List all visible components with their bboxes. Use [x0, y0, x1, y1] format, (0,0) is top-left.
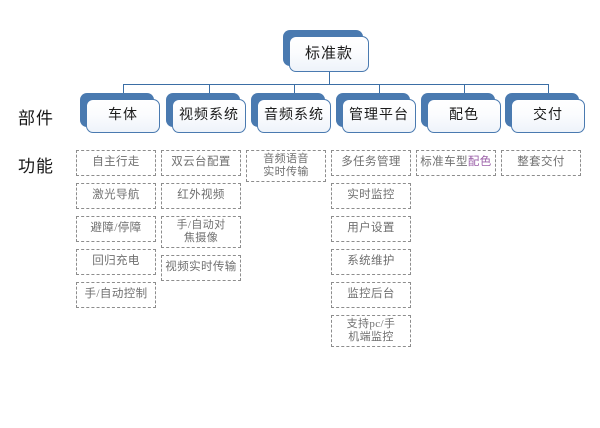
- node-management-platform-face: 管理平台: [342, 99, 416, 133]
- function-node-vehicle-body-2[interactable]: 激光导航: [76, 183, 156, 209]
- function-node-label: 激光导航: [92, 189, 140, 202]
- node-audio-system-face: 音频系统: [257, 99, 331, 133]
- function-node-audio-system-1[interactable]: 音频语音实时传输: [246, 150, 326, 182]
- row-label-parts: 部件: [18, 109, 54, 128]
- function-node-management-platform-6[interactable]: 支持pc/手机端监控: [331, 315, 411, 347]
- node-video-system-face: 视频系统: [172, 99, 246, 133]
- function-node-label: 实时监控: [347, 189, 395, 202]
- function-node-label: 支持pc/手机端监控: [346, 317, 396, 343]
- node-color-scheme-face: 配色: [427, 99, 501, 133]
- connector-bus: [123, 84, 548, 85]
- node-vehicle-body-face: 车体: [86, 99, 160, 133]
- function-node-label: 手/自动控制: [84, 288, 148, 301]
- function-node-vehicle-body-3[interactable]: 避障/停障: [76, 216, 156, 242]
- function-node-video-system-3[interactable]: 手/自动对焦摄像: [161, 216, 241, 248]
- function-node-label: 红外视频: [177, 189, 225, 202]
- function-node-color-scheme-1[interactable]: 标准车型配色: [416, 150, 496, 176]
- function-node-label: 系统维护: [347, 255, 395, 268]
- connector-drop-video-system: [209, 84, 210, 93]
- node-audio-system[interactable]: 音频系统: [251, 93, 331, 133]
- node-color-scheme[interactable]: 配色: [421, 93, 501, 133]
- function-node-label: 多任务管理: [341, 156, 401, 169]
- connector-drop-management-platform: [379, 84, 380, 93]
- function-node-label: 监控后台: [347, 288, 395, 301]
- function-node-label: 标准车型配色: [420, 156, 492, 169]
- function-node-management-platform-2[interactable]: 实时监控: [331, 183, 411, 209]
- row-label-functions: 功能: [18, 157, 54, 176]
- connector-drop-color-scheme: [464, 84, 465, 93]
- function-node-video-system-2[interactable]: 红外视频: [161, 183, 241, 209]
- node-vehicle-body-label: 车体: [108, 108, 138, 124]
- function-node-label: 手/自动对焦摄像: [176, 218, 226, 244]
- function-node-management-platform-3[interactable]: 用户设置: [331, 216, 411, 242]
- node-management-platform[interactable]: 管理平台: [336, 93, 416, 133]
- node-delivery-label: 交付: [533, 108, 563, 124]
- node-delivery[interactable]: 交付: [505, 93, 585, 133]
- root-node-label: 标准款: [304, 45, 353, 62]
- function-node-video-system-4[interactable]: 视频实时传输: [161, 255, 241, 281]
- node-vehicle-body[interactable]: 车体: [80, 93, 160, 133]
- node-audio-system-label: 音频系统: [264, 108, 324, 124]
- function-node-label: 避障/停障: [90, 222, 142, 235]
- function-node-vehicle-body-4[interactable]: 回归充电: [76, 249, 156, 275]
- function-node-management-platform-4[interactable]: 系统维护: [331, 249, 411, 275]
- function-node-vehicle-body-1[interactable]: 自主行走: [76, 150, 156, 176]
- node-delivery-face: 交付: [511, 99, 585, 133]
- function-node-label: 用户设置: [347, 222, 395, 235]
- function-node-label: 回归充电: [92, 255, 140, 268]
- connector-root-stem: [329, 72, 330, 84]
- connector-drop-audio-system: [294, 84, 295, 93]
- node-color-scheme-label: 配色: [449, 108, 479, 124]
- function-node-label: 双云台配置: [171, 156, 231, 169]
- root-node[interactable]: 标准款: [283, 30, 369, 72]
- connector-drop-vehicle-body: [123, 84, 124, 93]
- function-node-label: 视频实时传输: [165, 261, 237, 274]
- node-management-platform-label: 管理平台: [349, 108, 409, 124]
- function-node-label: 音频语音实时传输: [263, 152, 309, 178]
- function-node-video-system-1[interactable]: 双云台配置: [161, 150, 241, 176]
- node-video-system[interactable]: 视频系统: [166, 93, 246, 133]
- function-node-label: 整套交付: [517, 156, 565, 169]
- connector-drop-delivery: [548, 84, 549, 93]
- root-node-face: 标准款: [289, 36, 369, 72]
- function-node-vehicle-body-5[interactable]: 手/自动控制: [76, 282, 156, 308]
- function-node-management-platform-1[interactable]: 多任务管理: [331, 150, 411, 176]
- node-video-system-label: 视频系统: [179, 108, 239, 124]
- function-node-label: 自主行走: [92, 156, 140, 169]
- function-node-management-platform-5[interactable]: 监控后台: [331, 282, 411, 308]
- function-node-delivery-1[interactable]: 整套交付: [501, 150, 581, 176]
